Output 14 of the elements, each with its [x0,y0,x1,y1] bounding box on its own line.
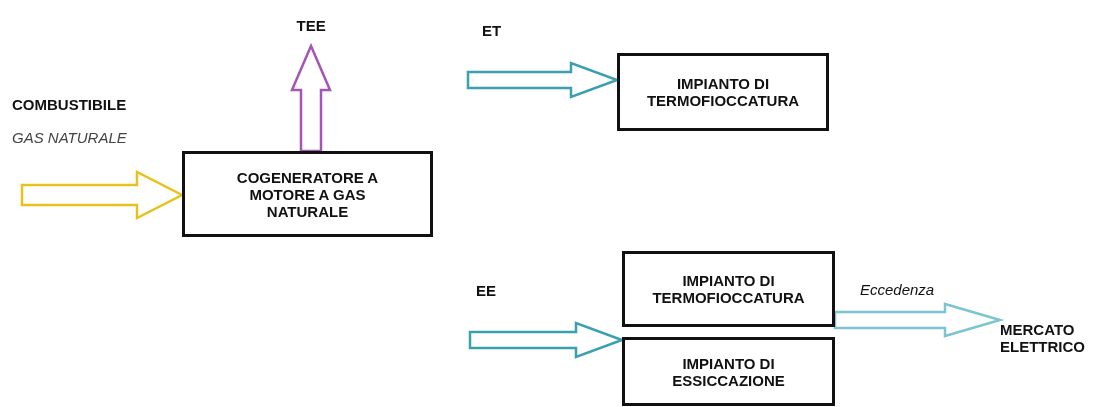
process-box: IMPIANTO DI ESSICCAZIONE [622,337,835,406]
process-box: IMPIANTO DI TERMOFIOCCATURA [617,53,829,131]
text-label: COMBUSTIBILE [12,96,127,113]
node-label: MERCATO ELETTRICO [1000,321,1086,355]
text-label: GAS NATURALE [12,129,127,146]
process-box: IMPIANTO DI TERMOFIOCCATURA [622,251,835,327]
edge-label: Eccedenza [860,281,935,298]
process-box: COGENERATORE A MOTORE A GAS NATURALE [182,151,433,237]
block-arrow [20,169,185,221]
block-arrow [290,42,332,153]
edge-label: ET [482,22,502,39]
edge-label: EE [476,282,496,299]
block-arrow [833,302,1005,338]
edge-label: TEE [296,17,326,34]
